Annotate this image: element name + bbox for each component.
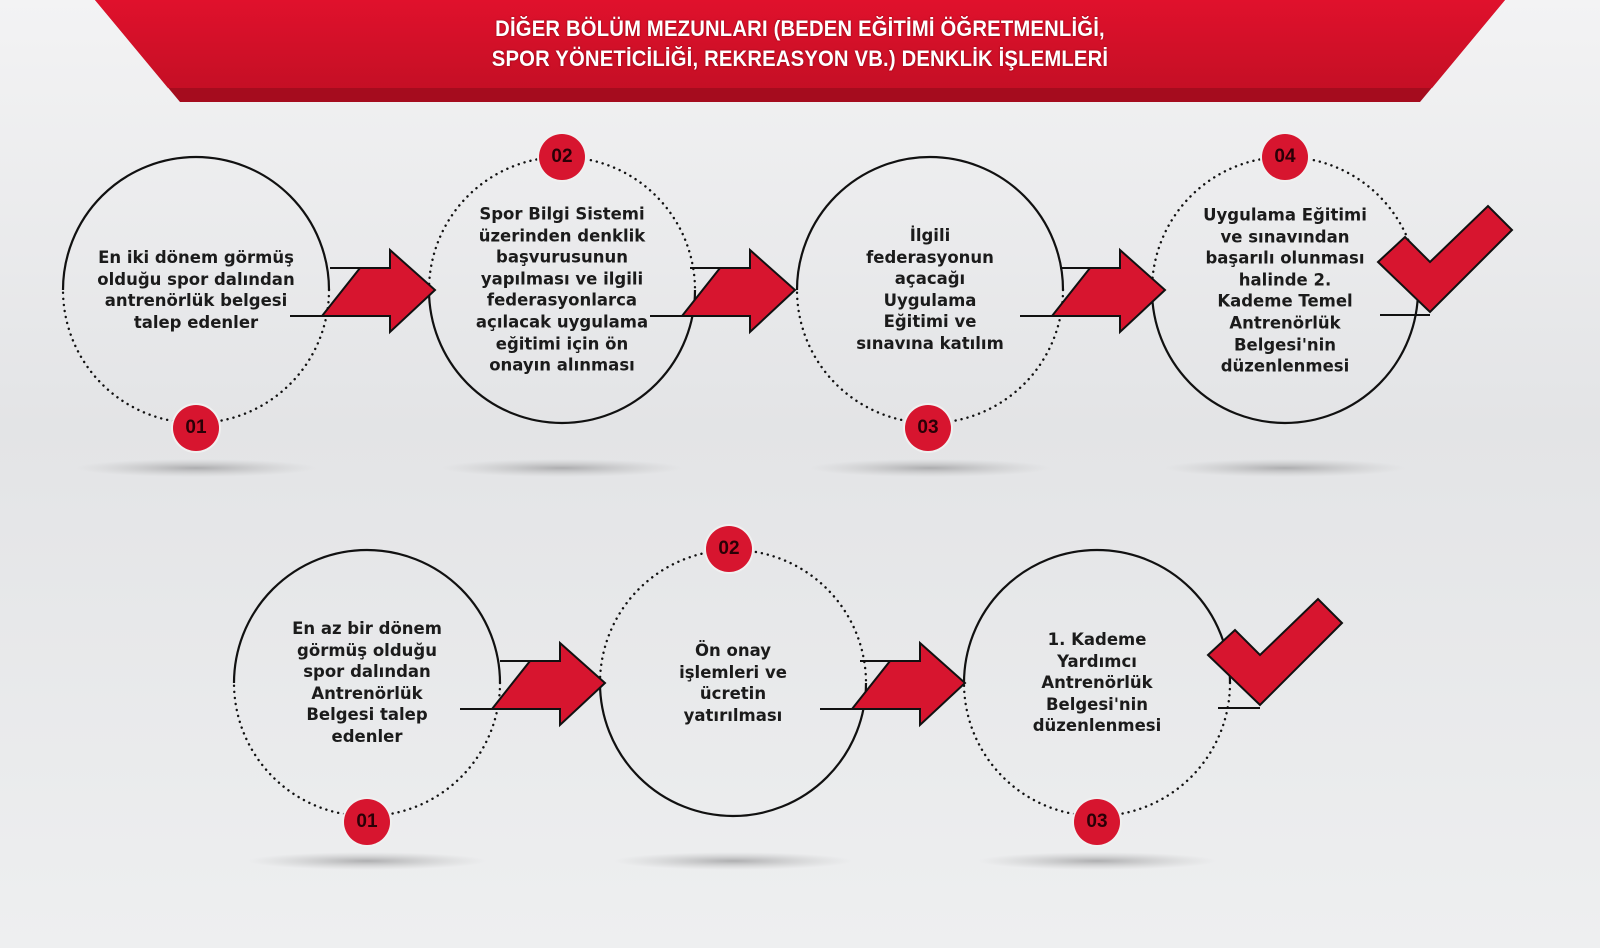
step-badge-02: 02 bbox=[539, 134, 585, 180]
circle-arc-dotted bbox=[232, 681, 502, 818]
circle-arc-dotted bbox=[795, 288, 1065, 425]
page-title: DİĞER BÖLÜM MEZUNLARI (BEDEN EĞİTİMİ ÖĞR… bbox=[64, 14, 1536, 74]
title-line-1: DİĞER BÖLÜM MEZUNLARI (BEDEN EĞİTİMİ ÖĞR… bbox=[495, 16, 1105, 41]
circle-arc-solid bbox=[427, 289, 697, 425]
circle-shadow bbox=[977, 852, 1217, 870]
arrow-right-icon bbox=[489, 640, 607, 728]
circle-arc-solid bbox=[1150, 289, 1420, 425]
circle-arc-solid bbox=[61, 155, 331, 291]
circle-shadow bbox=[1165, 459, 1405, 477]
arrow-right-icon bbox=[1049, 247, 1167, 335]
circle-arc-solid bbox=[962, 548, 1232, 684]
title-banner bbox=[95, 0, 1505, 88]
checkmark-icon bbox=[1206, 597, 1344, 707]
step-1-4-text: Uygulama Eğitimi ve sınavından başarılı … bbox=[1203, 205, 1367, 376]
step-2-1-text: En az bir dönem görmüş olduğu spor dalın… bbox=[292, 619, 442, 747]
title-line-2: SPOR YÖNETİCİLİĞİ, REKREASYON VB.) DENKL… bbox=[491, 46, 1109, 71]
circle-shadow bbox=[613, 852, 853, 870]
step-1-2-text: Spor Bilgi Sistemi üzerinden denklik baş… bbox=[475, 204, 649, 375]
step-badge-01: 01 bbox=[344, 799, 390, 845]
circle-arc-dotted bbox=[61, 288, 331, 425]
step-badge-02: 02 bbox=[706, 526, 752, 572]
step-badge-04: 04 bbox=[1262, 134, 1308, 180]
arrow-right-icon bbox=[319, 247, 437, 335]
arrow-right-icon bbox=[679, 247, 797, 335]
arrow-right-icon bbox=[849, 640, 967, 728]
circle-shadow bbox=[810, 459, 1050, 477]
circle-arc-dotted bbox=[962, 681, 1232, 818]
circle-arc-solid bbox=[795, 155, 1065, 291]
step-badge-03: 03 bbox=[905, 405, 951, 451]
circle-arc-solid bbox=[232, 548, 502, 684]
circle-arc-dotted bbox=[427, 155, 697, 292]
circle-shadow bbox=[247, 852, 487, 870]
circle-arc-dotted bbox=[598, 548, 868, 685]
step-badge-03: 03 bbox=[1074, 799, 1120, 845]
step-1-3-text: İlgili federasyonun açacağı Uygulama Eği… bbox=[856, 226, 1004, 354]
step-2-2-text: Ön onay işlemleri ve ücretin yatırılması bbox=[679, 640, 787, 725]
step-2-3-text: 1. Kademe Yardımcı Antrenörlük Belgesi'n… bbox=[1032, 630, 1162, 736]
checkmark-icon bbox=[1376, 204, 1514, 314]
circle-shadow bbox=[76, 459, 316, 477]
circle-arc-dotted bbox=[1150, 155, 1420, 292]
circle-arc-solid bbox=[598, 682, 868, 818]
circle-shadow bbox=[442, 459, 682, 477]
step-badge-01: 01 bbox=[173, 405, 219, 451]
step-1-1-text: En iki dönem görmüş olduğu spor dalından… bbox=[97, 247, 295, 332]
